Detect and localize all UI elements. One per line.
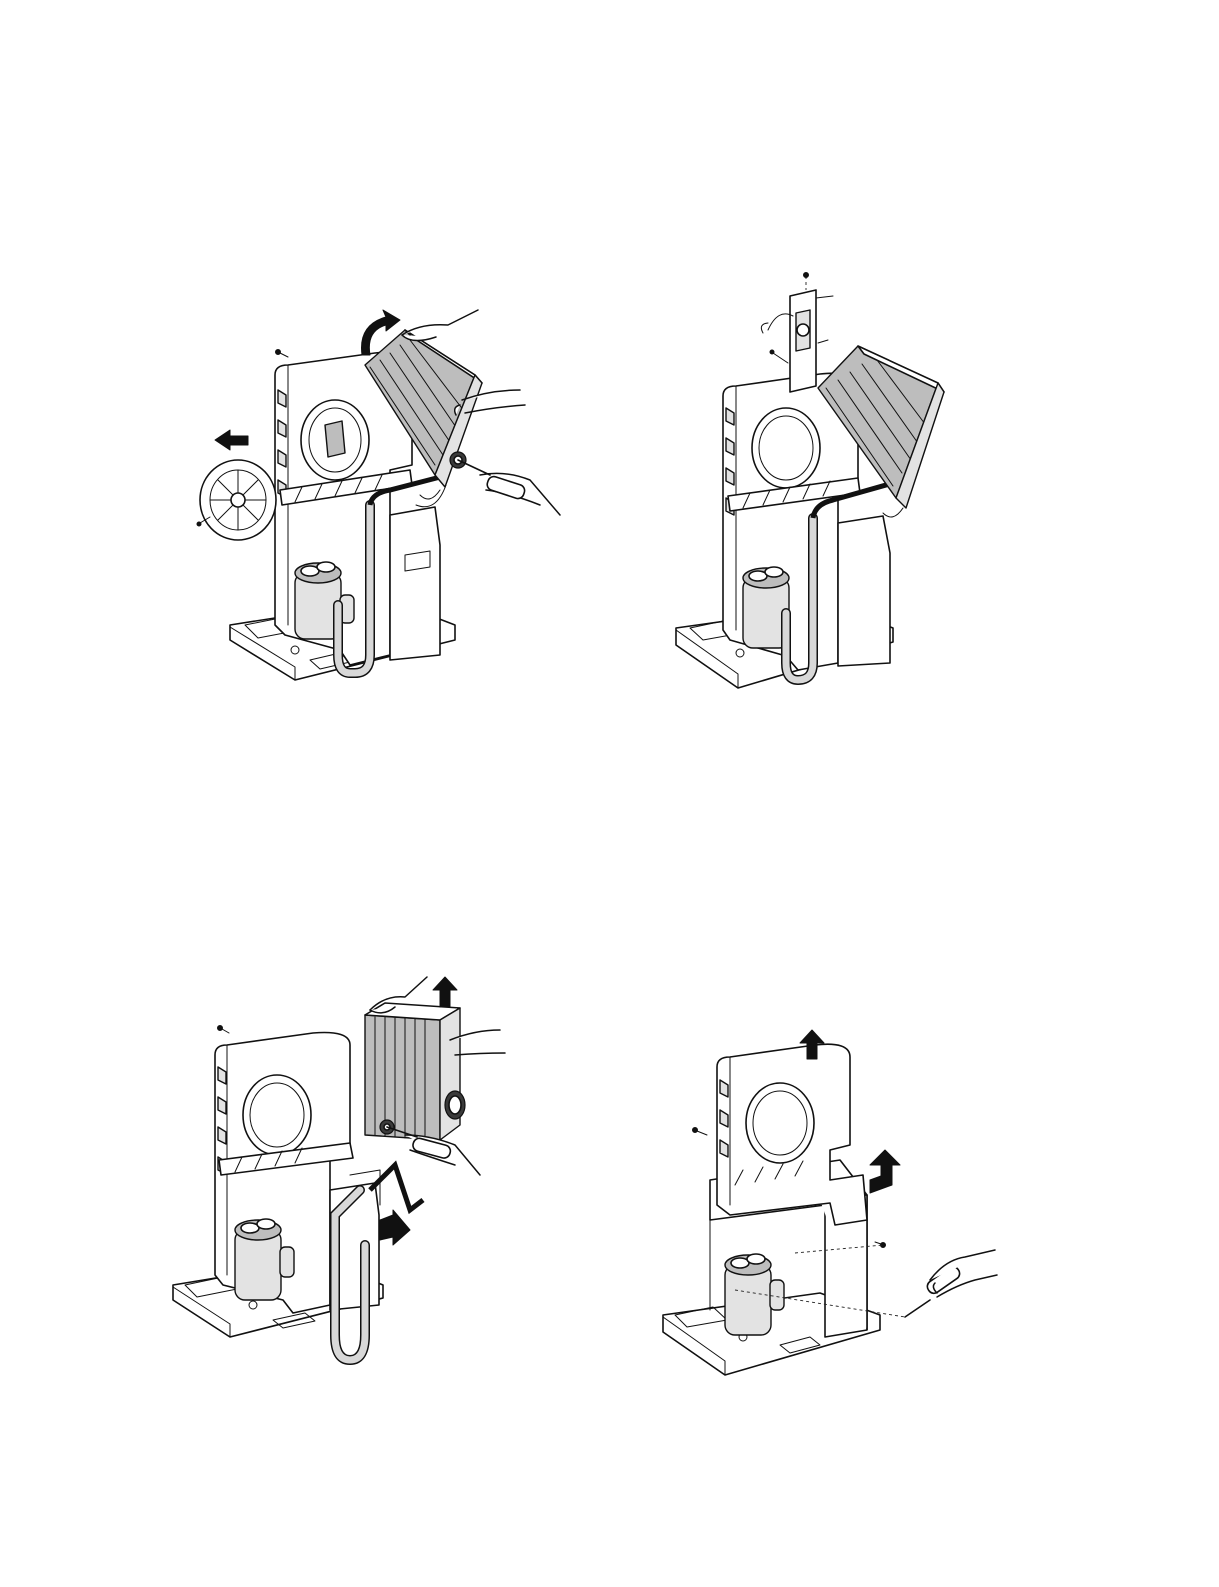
arrow-down-right-icon — [380, 1210, 410, 1245]
screw-icon — [875, 1242, 886, 1248]
step-1-illustration — [190, 295, 570, 695]
main-housing — [717, 1044, 867, 1225]
step-2-illustration — [668, 268, 968, 718]
screwdriver-hand — [458, 460, 560, 515]
screw-icon — [218, 1026, 230, 1034]
arrow-up-right-icon — [870, 1150, 900, 1193]
arrow-left-icon — [215, 430, 248, 450]
evaporator-coil — [365, 1003, 465, 1140]
screw-icon — [693, 1128, 708, 1136]
step-3-illustration — [165, 975, 530, 1375]
screwdriver-hand — [905, 1250, 997, 1317]
step-4-illustration — [655, 1025, 1000, 1385]
fan-wheel — [197, 460, 276, 540]
hand-upper — [402, 310, 478, 341]
arrow-up-icon — [433, 977, 457, 1007]
screw-icon — [276, 350, 289, 358]
